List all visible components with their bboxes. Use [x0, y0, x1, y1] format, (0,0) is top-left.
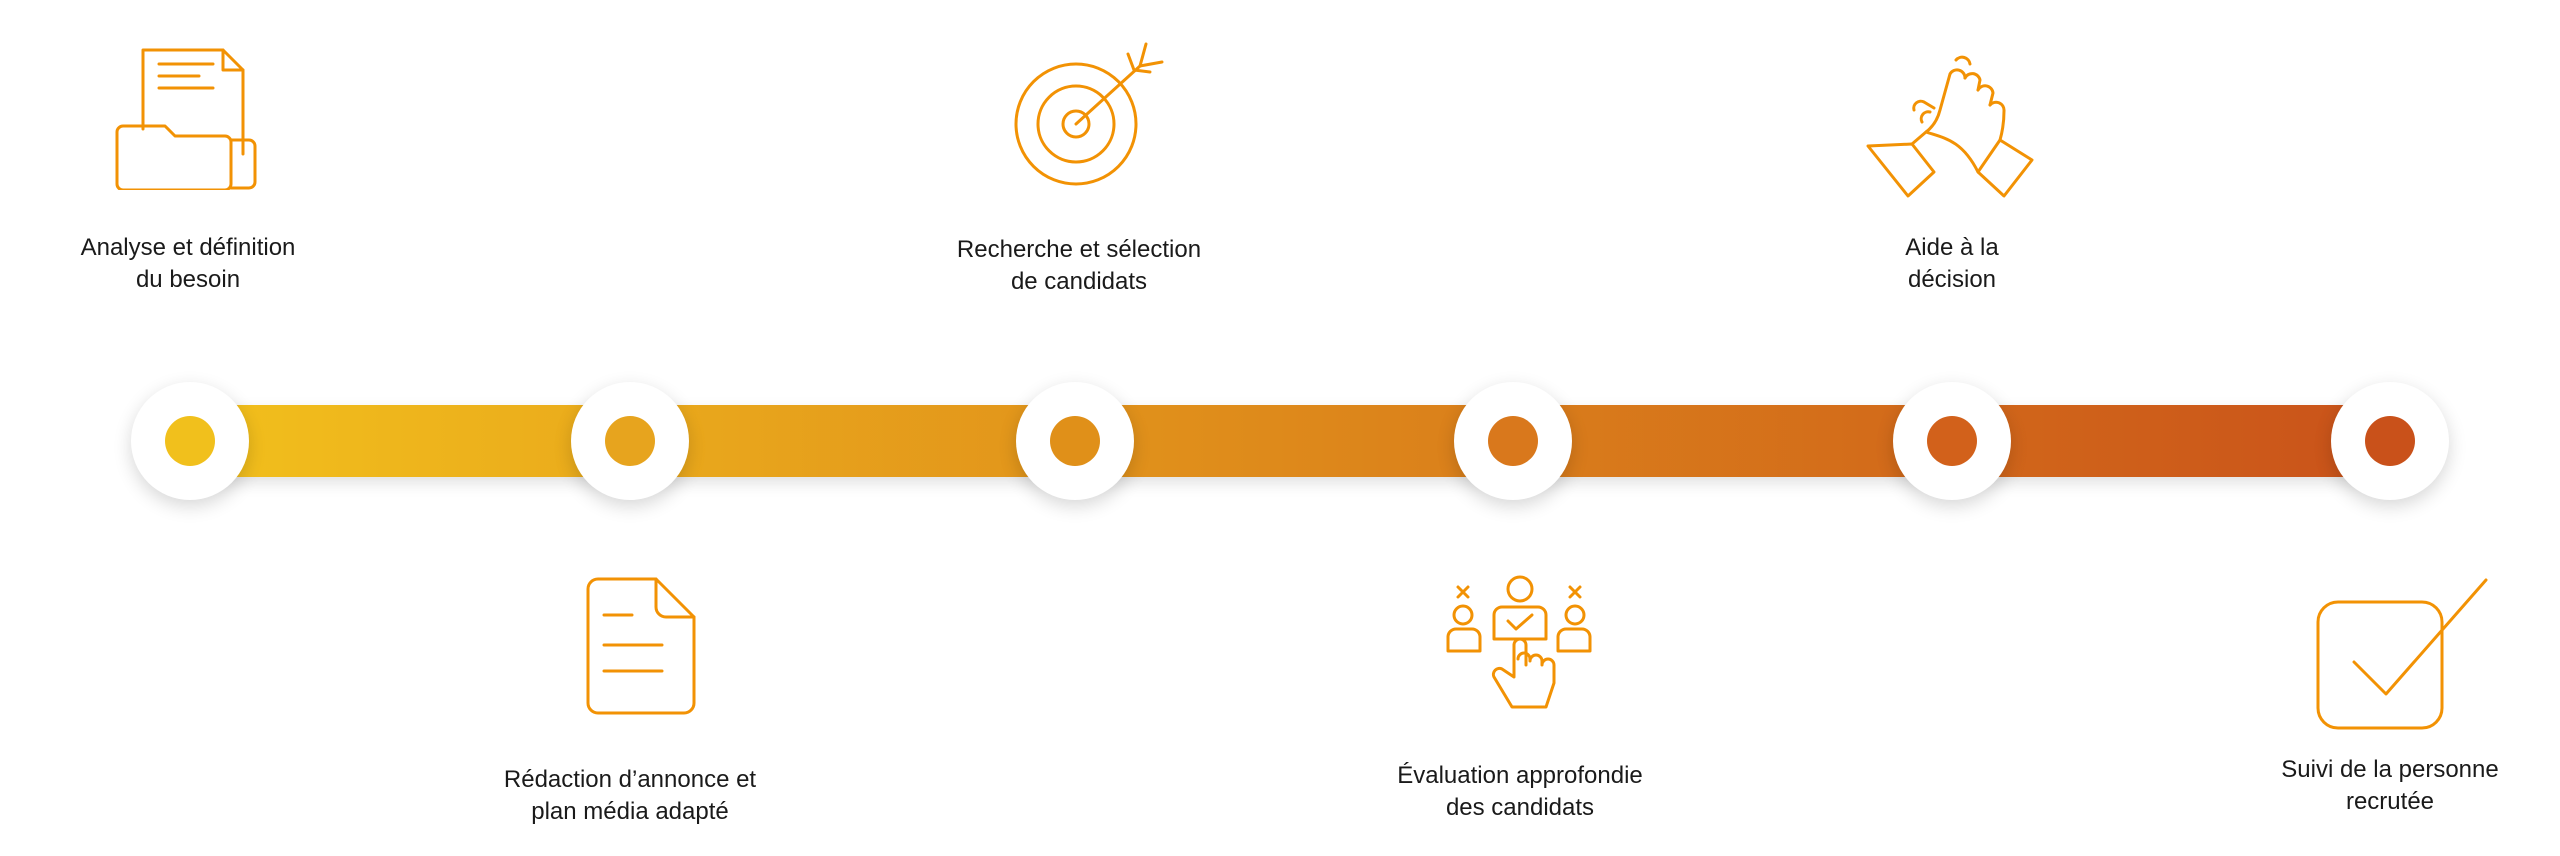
step-node-3	[1016, 382, 1134, 500]
timeline-bar	[190, 405, 2410, 477]
step-dot-2	[605, 416, 655, 466]
checkbox-check-icon	[2314, 576, 2490, 732]
step-dot-3	[1050, 416, 1100, 466]
step-label-4: Évaluation approfondie des candidats	[1397, 762, 1643, 821]
step-dot-5	[1927, 416, 1977, 466]
step-node-4	[1454, 382, 1572, 500]
step-label-3: Recherche et sélection de candidats	[956, 236, 1202, 295]
step-node-2	[571, 382, 689, 500]
step-node-6	[2331, 382, 2449, 500]
step-node-1	[131, 382, 249, 500]
step-label-5: Aide à la décision	[1905, 234, 1999, 293]
step-dot-4	[1488, 416, 1538, 466]
step-label-6: Suivi de la personne recrutée	[2281, 756, 2499, 815]
step-node-5	[1893, 382, 2011, 500]
handshake-icon	[1864, 52, 2036, 200]
folder-document-icon	[113, 44, 263, 190]
candidate-selection-icon	[1444, 573, 1596, 719]
step-dot-1	[165, 416, 215, 466]
target-arrow-icon	[1010, 40, 1166, 190]
step-label-1: Analyse et définition du besoin	[80, 234, 296, 293]
document-lines-icon	[584, 575, 698, 717]
step-label-2: Rédaction d’annonce et plan média adapté	[503, 766, 757, 825]
step-dot-6	[2365, 416, 2415, 466]
